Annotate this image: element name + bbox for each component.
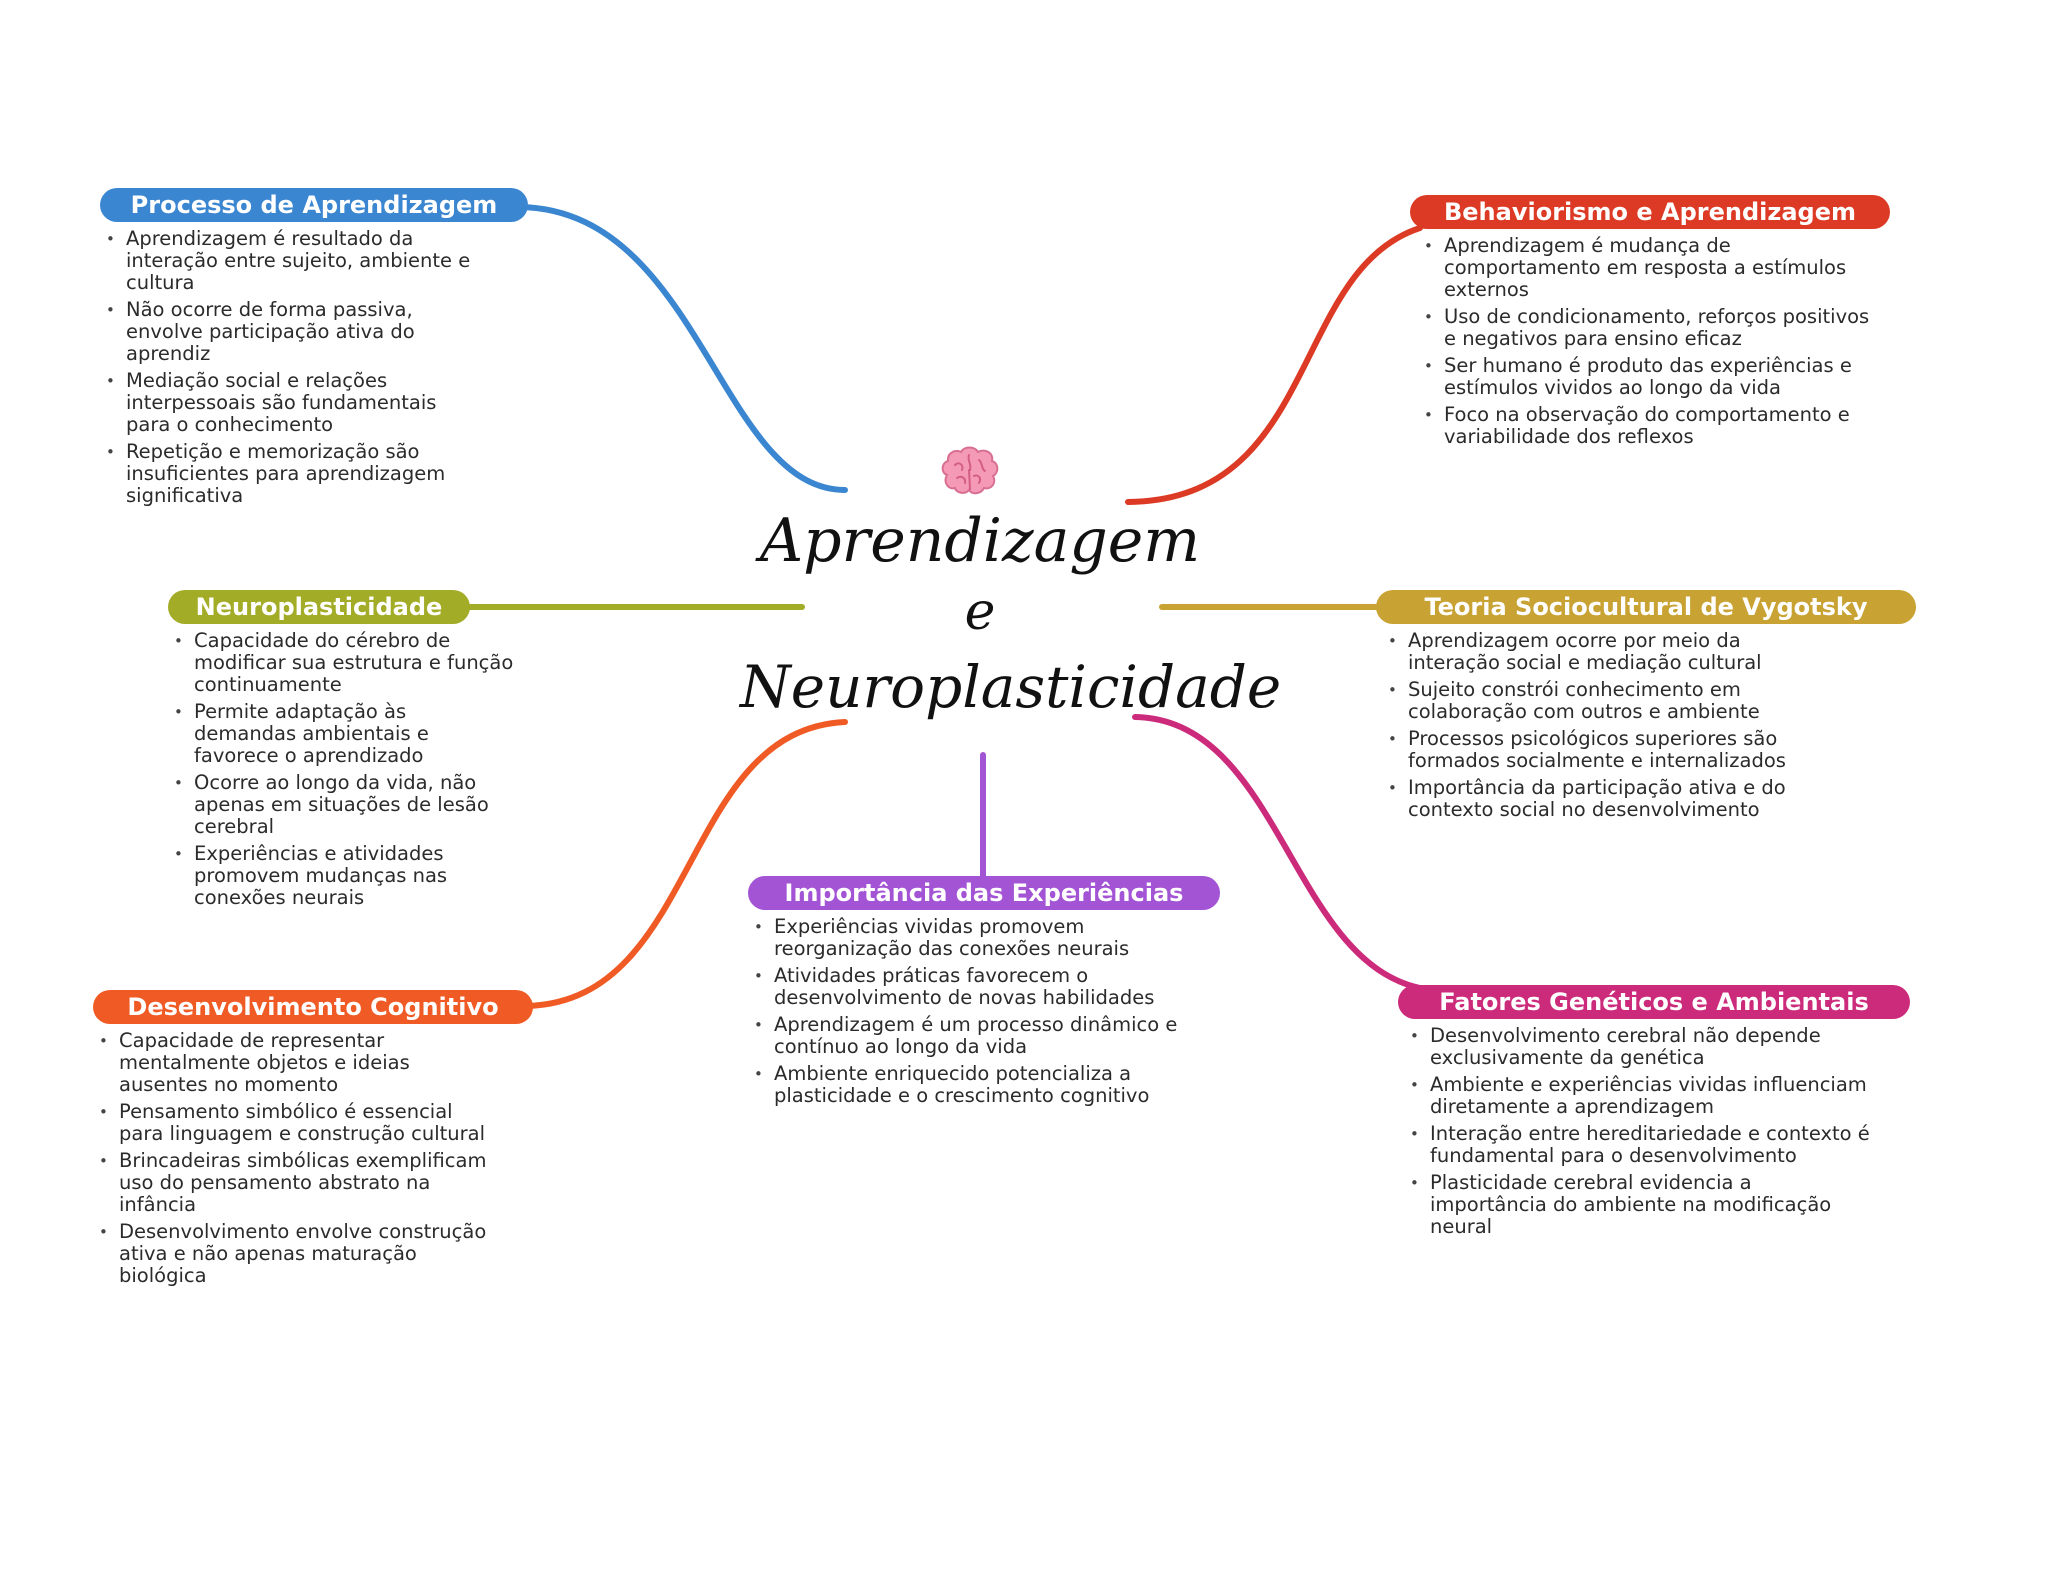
list-item: Ambiente enriquecido potencializa a plas… [754,1063,1184,1107]
branch-processo-title: Processo de Aprendizagem [100,188,528,222]
list-item: Aprendizagem é um processo dinâmico e co… [754,1014,1184,1058]
list-item: Capacidade de representar mentalmente ob… [99,1030,499,1096]
connector-behaviorismo [1125,225,1423,505]
list-item: Interação entre hereditariedade e contex… [1410,1123,1870,1167]
list-item: Ser humano é produto das experiências e … [1424,355,1874,399]
branch-vygotsky-title: Teoria Sociocultural de Vygotsky [1376,590,1916,624]
list-item: Desenvolvimento cerebral não depende exc… [1410,1025,1870,1069]
branch-fatores: Fatores Genéticos e Ambientais Desenvolv… [1398,985,1910,1243]
connector-desenvolvimento [525,719,848,1009]
branch-neuroplasticidade: Neuroplasticidade Capacidade do cérebro … [168,590,513,914]
list-item: Aprendizagem é mudança de comportamento … [1424,235,1874,301]
list-item: Processos psicológicos superiores são fo… [1388,728,1828,772]
branch-desenvolvimento-list: Capacidade de representar mentalmente ob… [93,1030,499,1287]
list-item: Brincadeiras simbólicas exemplificam uso… [99,1150,499,1216]
branch-behaviorismo: Behaviorismo e Aprendizagem Aprendizagem… [1410,195,1890,453]
list-item: Experiências vividas promovem reorganiza… [754,916,1184,960]
central-title-line3: Neuroplasticidade [740,653,1282,721]
central-title-line2: e [964,582,996,642]
list-item: Desenvolvimento envolve construção ativa… [99,1221,499,1287]
branch-experiencias-list: Experiências vividas promovem reorganiza… [748,916,1184,1107]
list-item: Foco na observação do comportamento e va… [1424,404,1874,448]
list-item: Pensamento simbólico é essencial para li… [99,1101,499,1145]
connector-processo [517,204,848,493]
branch-desenvolvimento-title: Desenvolvimento Cognitivo [93,990,533,1024]
brain-icon [941,446,999,495]
branch-desenvolvimento: Desenvolvimento Cognitivo Capacidade de … [93,990,533,1292]
list-item: Plasticidade cerebral evidencia a import… [1410,1172,1870,1238]
branch-processo: Processo de Aprendizagem Aprendizagem é … [100,188,528,512]
connector-fatores [1132,714,1423,991]
branch-behaviorismo-title: Behaviorismo e Aprendizagem [1410,195,1890,229]
branch-experiencias: Importância das Experiências Experiência… [748,876,1220,1112]
branch-behaviorismo-list: Aprendizagem é mudança de comportamento … [1418,235,1874,448]
branch-vygotsky-list: Aprendizagem ocorre por meio da interaçã… [1382,630,1828,821]
list-item: Não ocorre de forma passiva, envolve par… [106,299,476,365]
list-item: Importância da participação ativa e do c… [1388,777,1828,821]
list-item: Ocorre ao longo da vida, não apenas em s… [174,772,514,838]
branch-neuroplasticidade-title: Neuroplasticidade [168,590,470,624]
central-title: Aprendizagem e Neuroplasticidade [740,500,1282,732]
branch-processo-list: Aprendizagem é resultado da interação en… [100,228,476,507]
list-item: Experiências e atividades promovem mudan… [174,843,514,909]
list-item: Ambiente e experiências vividas influenc… [1410,1074,1870,1118]
list-item: Mediação social e relações interpessoais… [106,370,476,436]
central-title-line1: Aprendizagem [759,506,1201,576]
list-item: Repetição e memorização são insuficiente… [106,441,476,507]
list-item: Sujeito constrói conhecimento em colabor… [1388,679,1828,723]
list-item: Permite adaptação às demandas ambientais… [174,701,514,767]
list-item: Aprendizagem é resultado da interação en… [106,228,476,294]
branch-vygotsky: Teoria Sociocultural de Vygotsky Aprendi… [1376,590,1916,826]
branch-experiencias-title: Importância das Experiências [748,876,1220,910]
branch-neuroplasticidade-list: Capacidade do cérebro de modificar sua e… [168,630,514,909]
list-item: Aprendizagem ocorre por meio da interaçã… [1388,630,1828,674]
list-item: Capacidade do cérebro de modificar sua e… [174,630,514,696]
list-item: Atividades práticas favorecem o desenvol… [754,965,1184,1009]
branch-fatores-title: Fatores Genéticos e Ambientais [1398,985,1910,1019]
branch-fatores-list: Desenvolvimento cerebral não depende exc… [1404,1025,1870,1238]
list-item: Uso de condicionamento, reforços positiv… [1424,306,1874,350]
